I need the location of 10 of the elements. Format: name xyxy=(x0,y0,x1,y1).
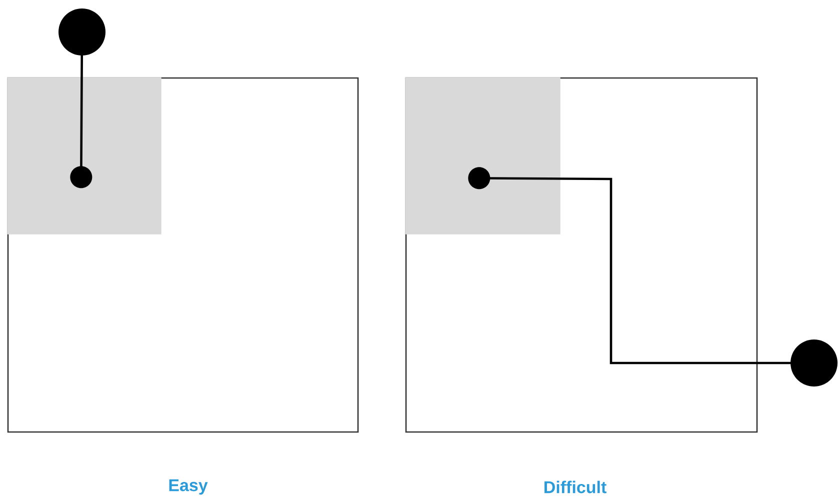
highlight-area xyxy=(7,77,162,234)
connector-line xyxy=(489,177,792,364)
large-dot xyxy=(790,340,838,386)
connector-line xyxy=(80,54,83,168)
dot xyxy=(468,167,490,190)
dot xyxy=(70,166,92,188)
large-dot xyxy=(58,8,106,56)
panel-caption: Difficult xyxy=(544,480,606,494)
highlight-area xyxy=(405,77,560,234)
panel-caption: Easy xyxy=(169,479,208,495)
